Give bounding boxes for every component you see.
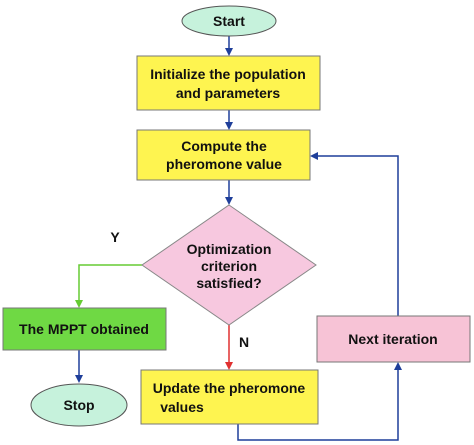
initialize-label-line1: Initialize the population: [150, 66, 306, 82]
no-label: N: [239, 334, 249, 350]
update-label-line1: Update the pheromone: [153, 380, 306, 396]
decision-label-line3: satisfied?: [196, 275, 261, 291]
update-box: [140, 369, 319, 425]
stop-label: Stop: [63, 397, 94, 413]
mppt-box: [2, 307, 167, 351]
edge-next-to-compute: [310, 152, 399, 316]
node-update: Update the pheromone values: [140, 369, 319, 425]
node-initialize: Initialize the population and parameters: [136, 55, 321, 111]
initialize-label-line2: and parameters: [176, 85, 280, 101]
decision-diamond: [141, 204, 317, 326]
compute-box: [136, 129, 311, 181]
decision-label-line1: Optimization: [187, 241, 272, 257]
next-iteration-label: Next iteration: [348, 331, 437, 347]
node-stop: Stop: [30, 383, 128, 427]
next-iteration-box: [316, 315, 471, 363]
edge-decision-to-mppt: [75, 264, 142, 308]
start-label: Start: [213, 13, 245, 29]
mppt-label: The MPPT obtained: [19, 321, 149, 337]
decision-label-line2: criterion: [201, 258, 257, 274]
node-next-iteration: Next iteration: [316, 315, 471, 363]
start-terminal-shape: [181, 5, 277, 37]
compute-label-line1: Compute the: [181, 138, 267, 154]
node-mppt: The MPPT obtained: [2, 307, 167, 351]
edge-update-to-next: [237, 362, 402, 441]
compute-label-line2: pheromone value: [166, 156, 282, 172]
edges: [75, 36, 402, 441]
initialize-box: [136, 55, 321, 111]
node-compute: Compute the pheromone value: [136, 129, 311, 181]
stop-terminal-shape: [30, 383, 128, 427]
node-start: Start: [181, 5, 277, 37]
node-decision: Optimization criterion satisfied?: [141, 204, 317, 326]
yes-label: Y: [110, 229, 120, 245]
update-label-line2: values: [160, 399, 204, 415]
